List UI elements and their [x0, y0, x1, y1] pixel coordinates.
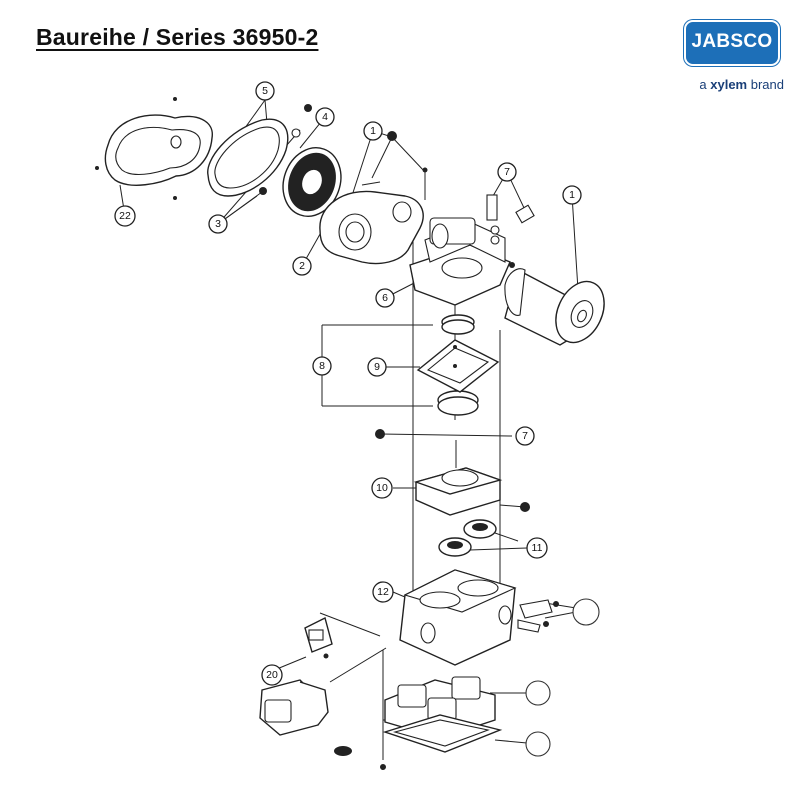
part-1-motor [504, 268, 605, 346]
part-5-belt [207, 118, 289, 197]
svg-text:2: 2 [299, 260, 305, 272]
part-9-gasket [416, 339, 500, 393]
part-8-diaphragms [437, 314, 479, 416]
callouts: 1 1 2 3 4 5 6 7 7 8 9 10 11 12 20 22 [114, 81, 600, 757]
svg-text:7: 7 [522, 430, 528, 442]
part-2-housing [319, 131, 424, 265]
part-12-pump-body [399, 569, 559, 666]
svg-text:10: 10 [376, 482, 388, 494]
callout-1-screws: 1 [363, 121, 383, 141]
part-22-cover [95, 97, 213, 200]
brand-tagline: a xylem brand [684, 77, 784, 92]
svg-text:7: 7 [504, 166, 510, 178]
page-title: Baureihe / Series 36950-2 [36, 24, 319, 50]
callout-8: 8 [312, 356, 332, 376]
callout-2: 2 [292, 256, 312, 276]
svg-text:6: 6 [382, 292, 388, 304]
callout-22: 22 [114, 205, 136, 227]
svg-text:20: 20 [266, 669, 278, 681]
callout-10: 10 [371, 477, 393, 499]
callout-7-lower: 7 [515, 426, 535, 446]
callout-4: 4 [315, 107, 335, 127]
svg-text:4: 4 [322, 111, 328, 123]
svg-text:5: 5 [262, 85, 268, 97]
callout-9: 9 [367, 357, 387, 377]
brand-tagline-bold: xylem [710, 77, 748, 92]
svg-text:3: 3 [215, 218, 221, 230]
callout-12: 12 [372, 581, 394, 603]
part-20-switch [259, 616, 333, 736]
brand-tagline-prefix: a [699, 77, 707, 92]
callout-3: 3 [208, 214, 228, 234]
svg-text:12: 12 [377, 586, 389, 598]
callout-11: 11 [526, 537, 548, 559]
callout-empty-fittings [572, 598, 600, 626]
svg-text:1: 1 [569, 189, 575, 201]
svg-text:9: 9 [374, 361, 380, 373]
part-7-top-fittings [486, 194, 535, 235]
callout-20: 20 [261, 664, 283, 686]
svg-text:22: 22 [119, 210, 131, 222]
callout-empty-valves [525, 680, 551, 706]
callout-6: 6 [375, 288, 395, 308]
brand-name: JABSCO [691, 31, 773, 52]
part-6-bracket [409, 167, 515, 306]
part-10-plate [375, 429, 530, 516]
svg-text:1: 1 [370, 125, 376, 137]
svg-text:11: 11 [532, 542, 543, 554]
brand-badge [684, 20, 780, 66]
lower-valve-assembly [334, 676, 503, 770]
callout-1-motor: 1 [562, 185, 582, 205]
callout-empty-cover [525, 731, 551, 757]
callout-7-top: 7 [497, 162, 517, 182]
brand-tagline-suffix: brand [750, 77, 784, 92]
callout-5: 5 [255, 81, 275, 101]
part-4-gear [259, 104, 342, 217]
part-11-valves [438, 519, 497, 557]
svg-text:8: 8 [319, 360, 325, 372]
